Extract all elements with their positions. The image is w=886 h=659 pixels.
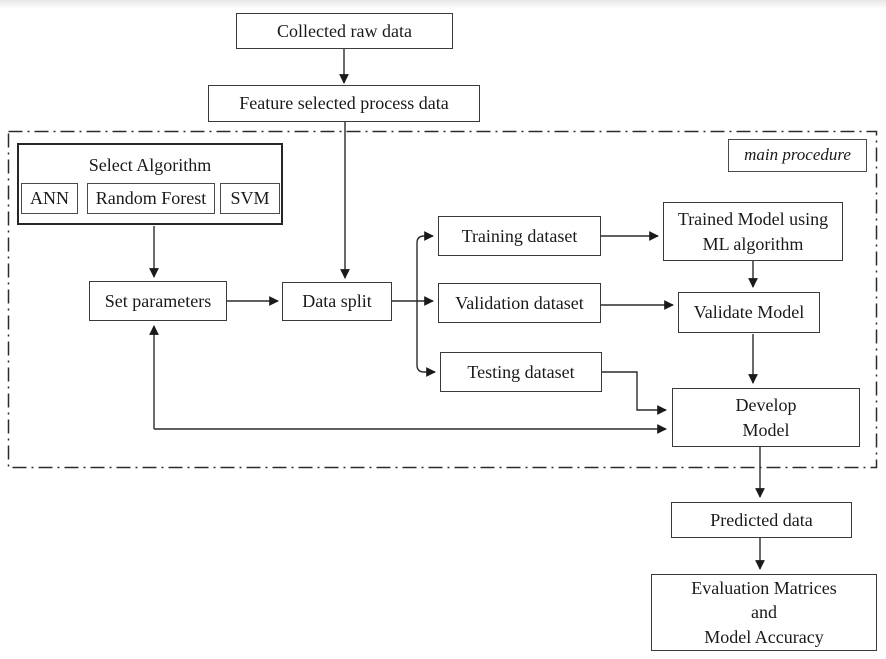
node-training-dataset: Training dataset (438, 216, 601, 256)
node-set-parameters: Set parameters (89, 281, 227, 321)
node-feature-selected-label: Feature selected process data (239, 93, 449, 114)
node-evaluation-line2: and (751, 602, 777, 623)
node-evaluation-line3: Model Accuracy (704, 626, 824, 647)
node-data-split-label: Data split (302, 291, 372, 312)
node-validate-model: Validate Model (678, 292, 820, 333)
arrow-testing-to-developmodel (602, 371, 667, 415)
node-trained-model-line1: Trained Model using (677, 209, 829, 230)
node-ann-label: ANN (30, 188, 69, 209)
node-testing-dataset: Testing dataset (440, 352, 602, 392)
node-set-parameters-label: Set parameters (104, 290, 212, 311)
node-trained-model-line2: ML algorithm (702, 233, 804, 254)
node-evaluation: Evaluation Matrices and Model Accuracy (651, 574, 877, 651)
node-predicted-data: Predicted data (671, 502, 852, 538)
node-validate-model-label: Validate Model (693, 302, 805, 323)
main-procedure-label-box: main procedure (728, 139, 867, 172)
node-svm: SVM (220, 183, 280, 214)
node-random-forest: Random Forest (87, 183, 215, 214)
arrow-datasplit-to-testing (416, 301, 436, 377)
node-training-dataset-label: Training dataset (461, 225, 578, 246)
node-develop-model: Develop Model (672, 388, 860, 447)
node-ann: ANN (21, 183, 78, 214)
node-predicted-data-label: Predicted data (710, 509, 813, 530)
node-validation-dataset: Validation dataset (438, 283, 601, 323)
main-procedure-label: main procedure (744, 145, 851, 165)
node-random-forest-label: Random Forest (95, 188, 207, 209)
node-svm-label: SVM (230, 188, 270, 209)
arrow-datasplit-to-training (416, 231, 434, 301)
node-evaluation-line1: Evaluation Matrices (691, 578, 837, 599)
top-fade-strip (0, 0, 886, 9)
node-trained-model: Trained Model using ML algorithm (663, 202, 843, 261)
node-collected-raw-data: Collected raw data (236, 13, 453, 49)
node-develop-model-line1: Develop (735, 395, 797, 416)
node-validation-dataset-label: Validation dataset (455, 292, 584, 313)
select-algorithm-title: Select Algorithm (88, 154, 212, 175)
node-develop-model-line2: Model (742, 419, 790, 440)
node-feature-selected: Feature selected process data (208, 85, 480, 122)
node-collected-raw-data-label: Collected raw data (277, 20, 412, 41)
node-testing-dataset-label: Testing dataset (467, 361, 575, 382)
main-procedure-dashdot-border (7, 130, 878, 469)
node-data-split: Data split (282, 282, 392, 321)
